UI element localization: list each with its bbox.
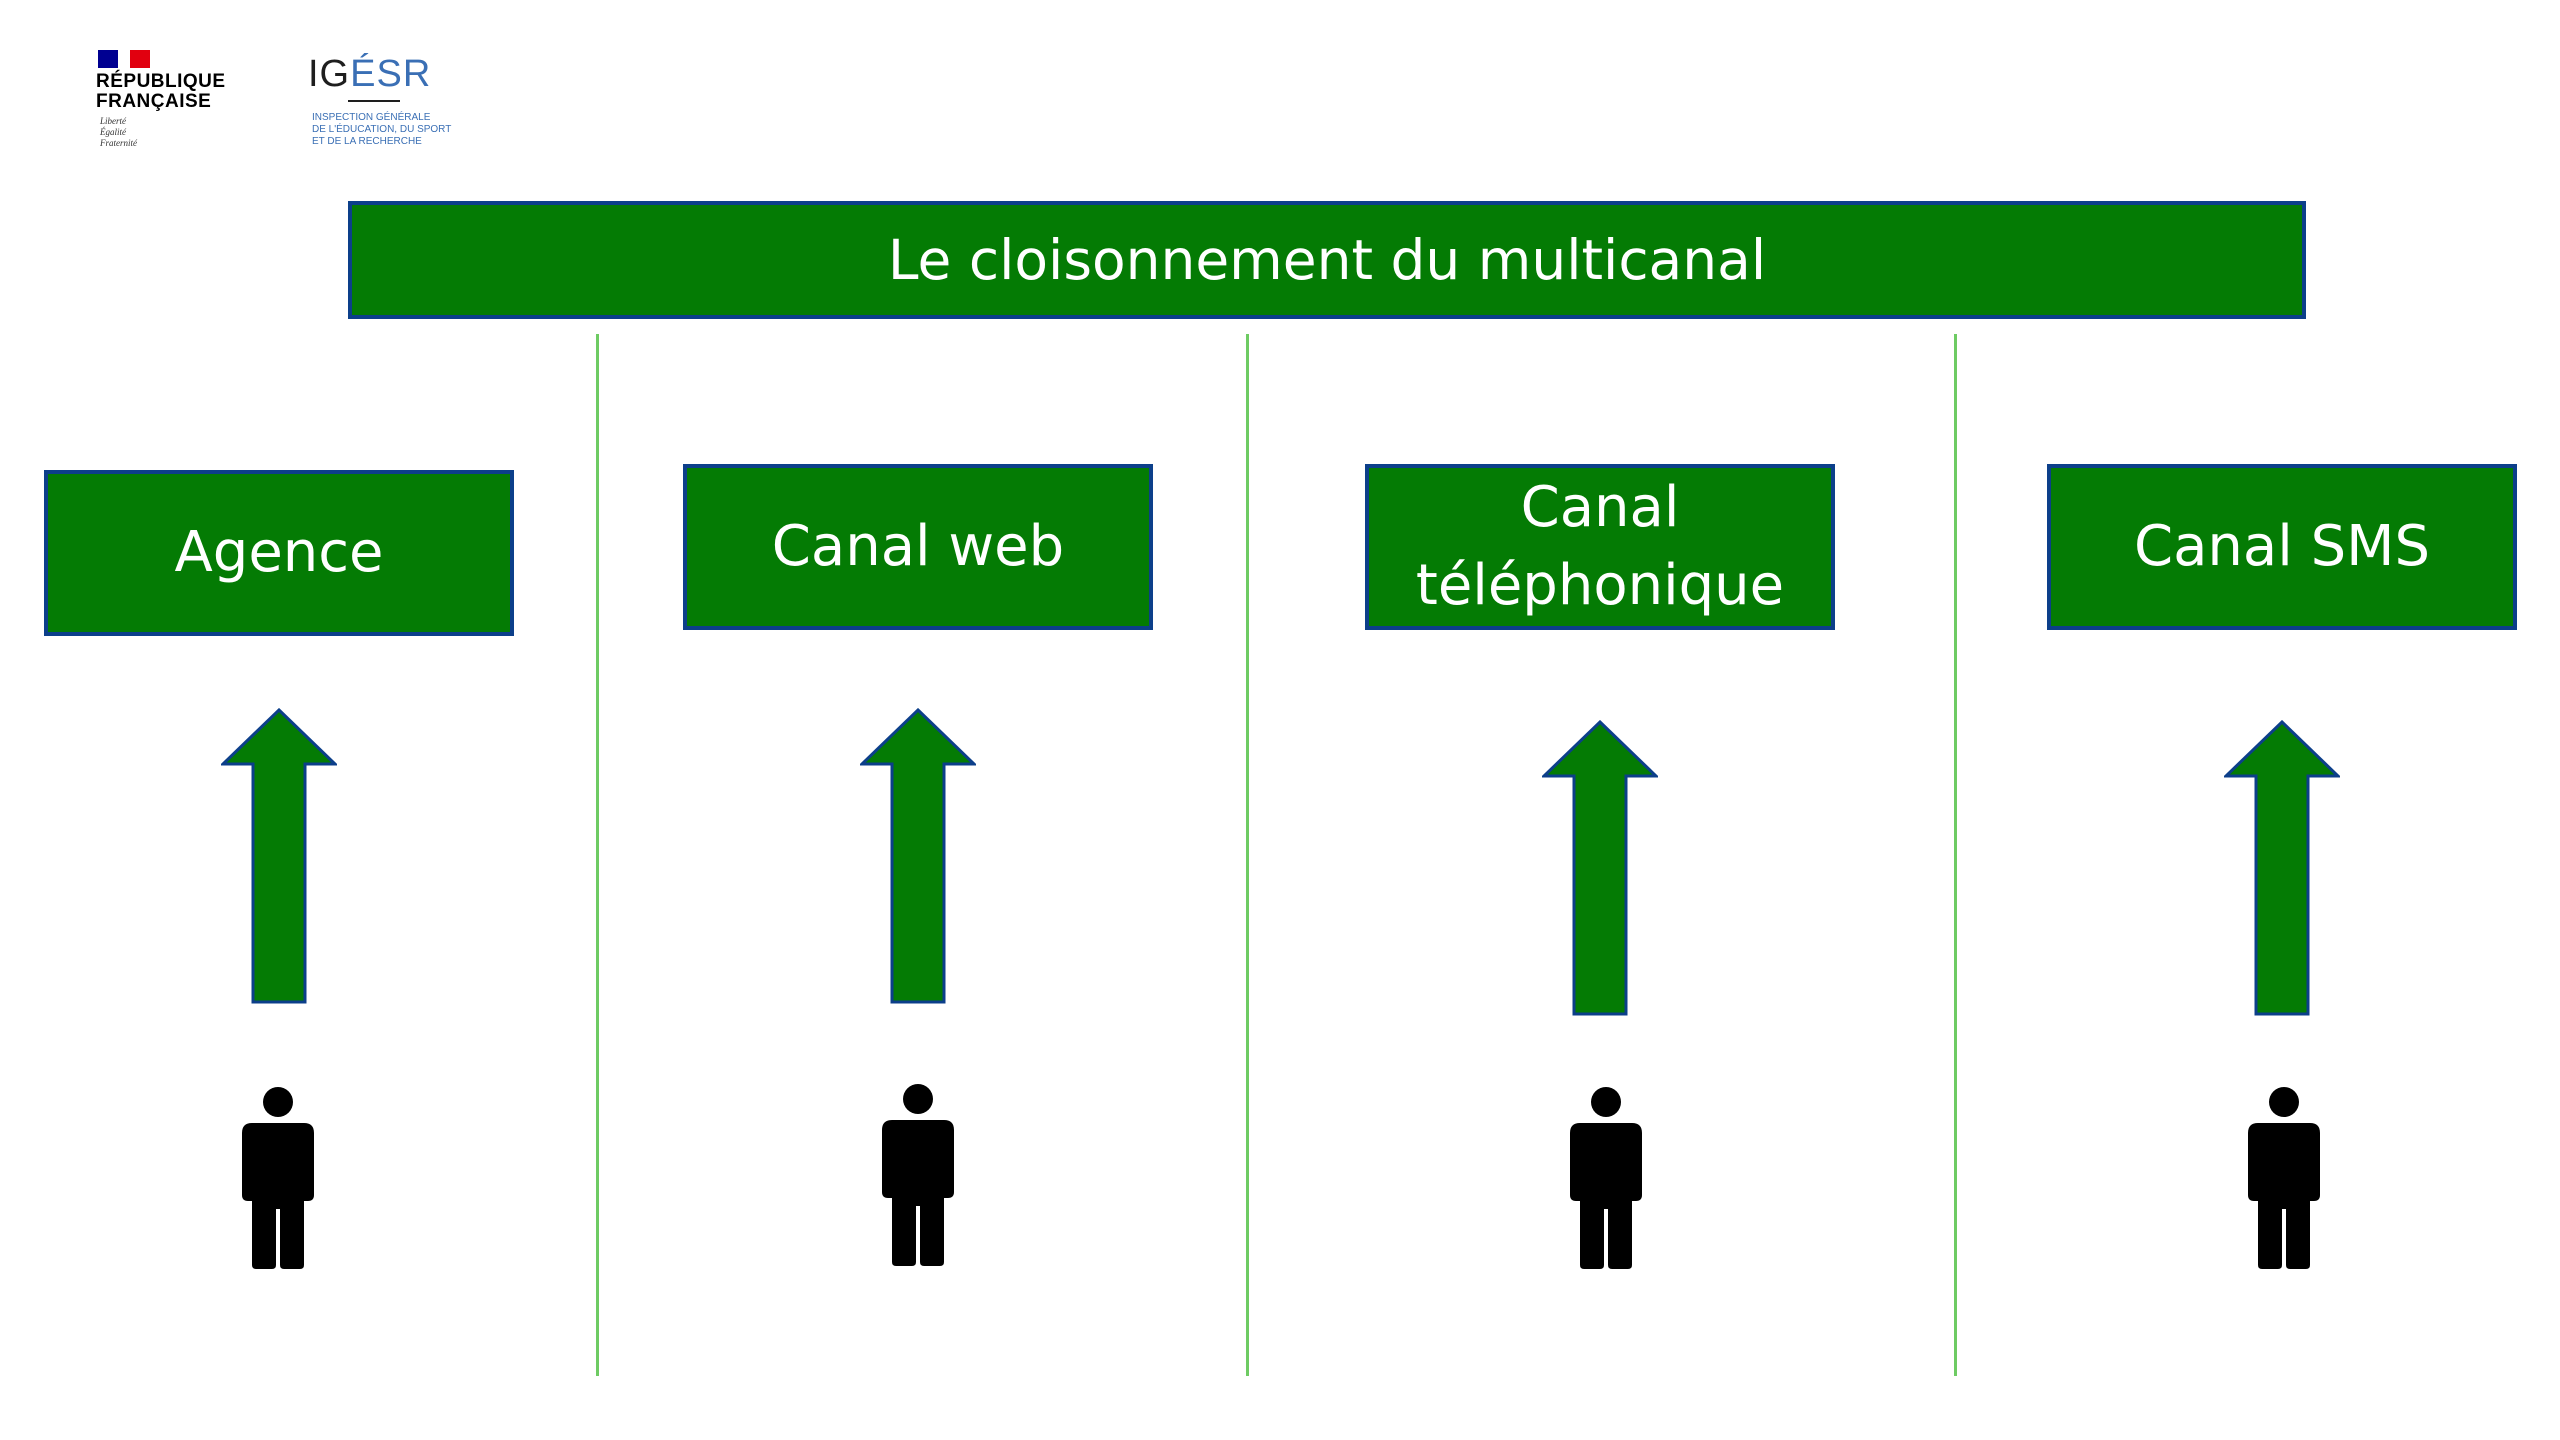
channel-box-sms: Canal SMS <box>2047 464 2517 630</box>
igesr-logo: IGÉSR INSPECTION GÉNÉRALE DE L'ÉDUCATION… <box>308 52 508 162</box>
igesr-title: IGÉSR <box>308 53 432 95</box>
person-icon <box>2248 1087 2320 1269</box>
arrow-up-icon <box>860 708 976 1004</box>
channel-box-telephone: Canal téléphonique <box>1365 464 1835 630</box>
person-icon <box>1570 1087 1642 1269</box>
republique-francaise-logo: RÉPUBLIQUE FRANÇAISE Liberté Égalité Fra… <box>96 46 246 166</box>
person-icon <box>242 1087 314 1269</box>
diagram-title: Le cloisonnement du multicanal <box>348 201 2306 319</box>
republique-motto: Liberté Égalité Fraternité <box>100 116 137 148</box>
column-separator <box>1246 334 1249 1376</box>
column-separator <box>1954 334 1957 1376</box>
french-flag-icon <box>98 50 150 68</box>
arrow-up-icon <box>2224 720 2340 1016</box>
republique-francaise-name: RÉPUBLIQUE FRANÇAISE <box>96 71 226 112</box>
arrow-up-icon <box>221 708 337 1004</box>
arrow-up-icon <box>1542 720 1658 1016</box>
igesr-subtitle: INSPECTION GÉNÉRALE DE L'ÉDUCATION, DU S… <box>312 112 452 147</box>
person-icon <box>882 1084 954 1266</box>
igesr-underline <box>348 100 400 102</box>
channel-box-web: Canal web <box>683 464 1153 630</box>
channel-box-agence: Agence <box>44 470 514 636</box>
column-separator <box>596 334 599 1376</box>
